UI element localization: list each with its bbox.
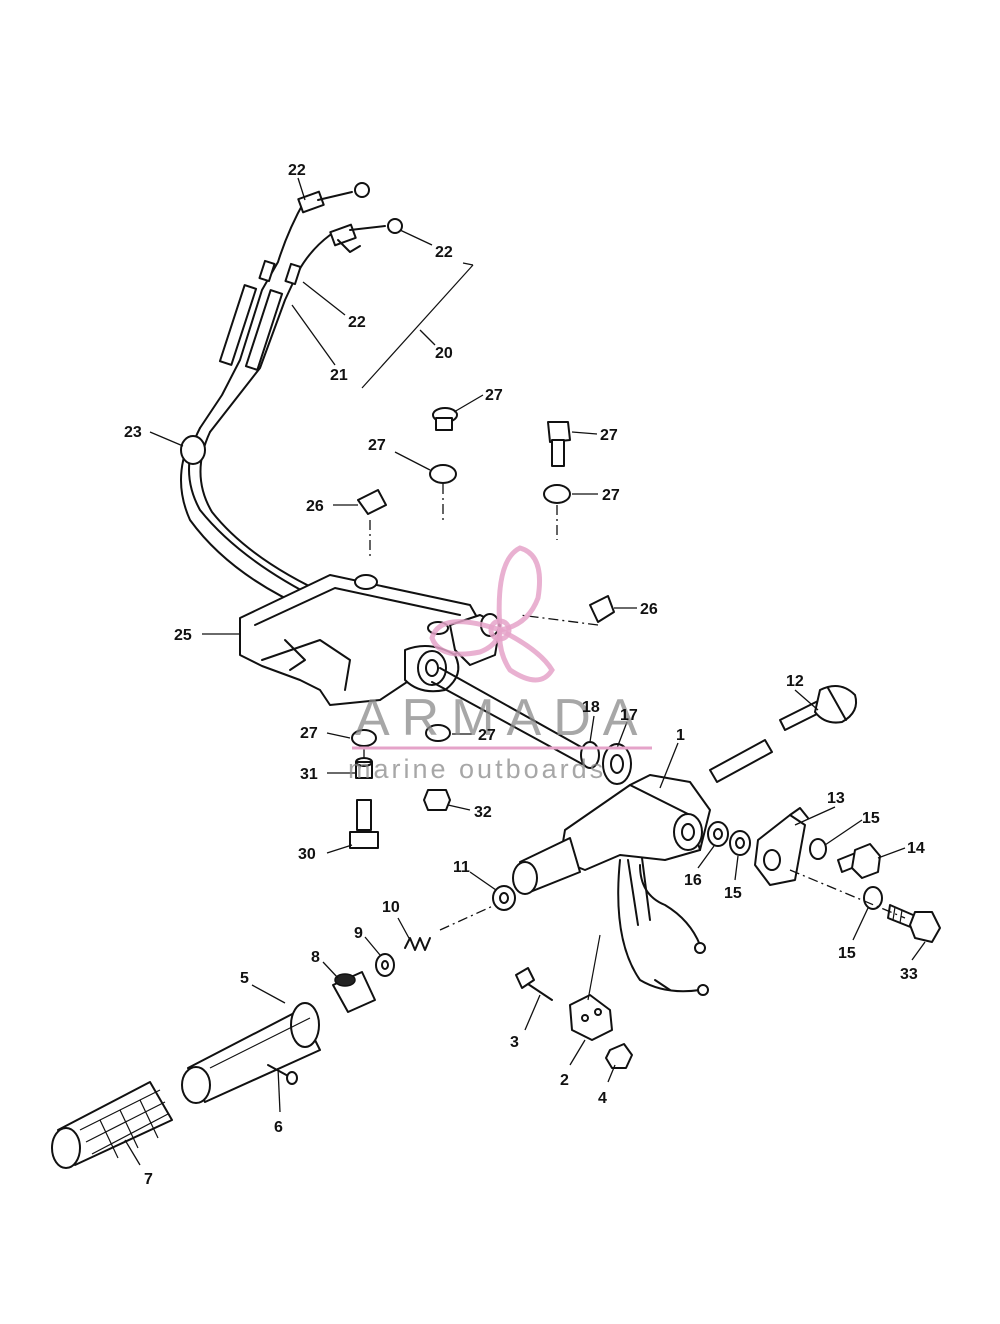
callout-13: 13 [827, 790, 845, 807]
clip-26-a [357, 489, 387, 515]
callout-15-upper: 15 [862, 810, 880, 827]
callout-25: 25 [174, 627, 192, 644]
callout-2: 2 [560, 1072, 569, 1089]
callout-14: 14 [907, 840, 925, 857]
callout-31: 27 [485, 387, 503, 404]
callout-6: 6 [274, 1119, 283, 1136]
bracket-assembly [239, 574, 501, 706]
nut-30 [423, 789, 451, 811]
collar-8 [332, 971, 376, 1013]
callout-10: 10 [382, 899, 400, 916]
callout-32: 27 [600, 427, 618, 444]
callout-20: 20 [435, 345, 453, 362]
callout-27-a: 27 [368, 437, 386, 454]
callout-30: 32 [474, 804, 492, 821]
bolt-32 [547, 421, 571, 467]
callout-29: 31 [300, 766, 318, 783]
washer-17 [707, 821, 729, 847]
throttle-grip-5 [181, 1002, 321, 1104]
callout-7: 7 [144, 1171, 153, 1188]
callout-27-c: 27 [300, 725, 318, 742]
spring-10 [404, 937, 431, 951]
washer-18 [602, 743, 632, 785]
bolt-33 [887, 904, 941, 943]
grommet-27-c [351, 729, 377, 747]
friction-plate-13 [754, 807, 809, 886]
axis-grip [439, 904, 496, 931]
bracket-line-2 [587, 934, 601, 1001]
switch-plate-2 [569, 994, 613, 1041]
callout-26-b: 26 [640, 601, 658, 618]
callout-22-upper: 22 [435, 244, 453, 261]
washer-16 [729, 830, 751, 856]
callout-28: 30 [298, 846, 316, 863]
watermark-subtitle: marine outboards [348, 754, 606, 784]
cable-harness [180, 427, 441, 651]
clip-26-b [589, 595, 615, 623]
screw-6 [267, 1064, 298, 1085]
watermark-title: ARMADA [355, 689, 649, 747]
callout-22-lower: 22 [348, 314, 366, 331]
bracket-line-20b [462, 262, 474, 266]
callout-labels: 22 22 22 20 21 23 27 27 27 27 26 26 25 1… [124, 162, 925, 1188]
callout-33: 33 [900, 966, 918, 983]
bracket-line-20 [361, 264, 474, 389]
callout-23: 22 [288, 162, 306, 179]
axis-26b [519, 614, 599, 626]
callout-27-b: 27 [602, 487, 620, 504]
rod [709, 739, 773, 783]
washer-15-lower [863, 886, 883, 910]
callout-26-a: 26 [306, 498, 324, 515]
callout-4: 4 [598, 1090, 607, 1107]
callout-1: 1 [676, 727, 685, 744]
grommet-27-b [543, 484, 571, 504]
callout-21: 21 [330, 367, 348, 384]
callout-24: 23 [124, 424, 142, 441]
callout-17: 16 [684, 872, 702, 889]
grommet-27-a [429, 464, 457, 484]
nut-4 [605, 1043, 633, 1069]
bolt-14 [837, 843, 881, 879]
cap-31 [432, 407, 458, 431]
pin-12 [779, 685, 858, 731]
watermark: ARMADA marine outboards [348, 545, 652, 784]
leader-lines [124, 177, 926, 1166]
stop-switch-wire [617, 859, 709, 996]
callout-16: 15 [724, 885, 742, 902]
propeller-logo-icon [429, 545, 555, 683]
grip-sleeve-7 [51, 1081, 173, 1169]
axis-bolts [789, 869, 906, 919]
washer-9 [375, 953, 395, 977]
bolt-28 [349, 799, 379, 849]
callout-19: 18 [582, 699, 600, 716]
callout-15-lower: 15 [838, 945, 856, 962]
callout-27-d: 27 [478, 727, 496, 744]
callout-8: 8 [311, 949, 320, 966]
steering-shaft [431, 667, 591, 766]
screw-3 [515, 967, 553, 1001]
callout-11: 11 [453, 859, 470, 876]
callout-9: 9 [354, 925, 363, 942]
control-cables [199, 182, 403, 433]
callout-12: 12 [786, 673, 804, 690]
callout-3: 3 [510, 1034, 519, 1051]
callout-18: 17 [620, 707, 638, 724]
callout-5: 5 [240, 970, 249, 987]
steering-handle-body [512, 774, 711, 926]
bushing-11 [492, 885, 516, 911]
washer-15-upper [809, 838, 827, 860]
grommet-27-d [425, 724, 451, 742]
